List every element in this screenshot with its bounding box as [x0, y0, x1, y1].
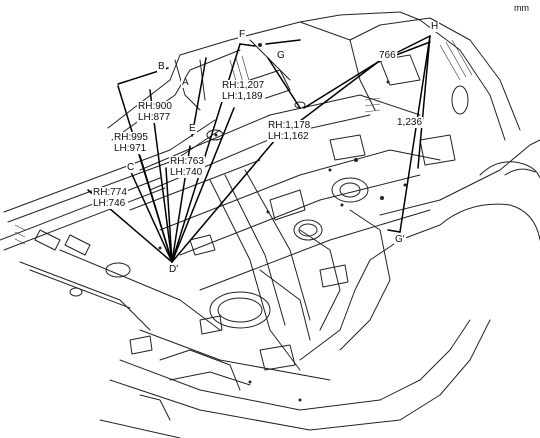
point-f-label: F: [238, 29, 247, 40]
dim-lh-740: LH:740: [170, 167, 203, 178]
point-d-prime-label: D': [168, 264, 180, 275]
dim-lh-877: LH:877: [138, 112, 171, 123]
point-h-label: H: [430, 21, 440, 32]
point-e-label: E: [188, 123, 197, 134]
dim-rh-1207: RH:1,207: [222, 80, 265, 91]
dim-rh-995: RH:995: [114, 132, 148, 143]
dim-h-g-prime-label: 1,236: [396, 117, 424, 128]
dim-g-h-label: 766: [378, 50, 397, 61]
unit-label: mm: [514, 3, 529, 13]
point-c-label: C: [126, 162, 136, 173]
dim-rh-763: RH:763: [170, 156, 204, 167]
dim-rh-774: RH:774: [93, 187, 127, 198]
dim-lh-746: LH:746: [93, 198, 126, 209]
dim-rh-1178: RH:1,178: [268, 120, 311, 131]
dim-lh-1189: LH:1,189: [222, 91, 263, 102]
dim-lh-1162: LH:1,162: [268, 131, 309, 142]
dim-rh-900: RH:900: [138, 101, 172, 112]
dim-f-d-label: RH:1,207 LH:1,189: [221, 80, 266, 102]
dim-b-d-label: RH:900 LH:877: [137, 101, 173, 123]
point-b-label: B: [157, 61, 166, 72]
dim-lh-971: LH:971: [114, 143, 147, 154]
dim-e-d-label: RH:763 LH:740: [169, 156, 205, 178]
point-g-prime-label: G': [394, 234, 406, 245]
dim-a-d-label: RH:995 LH:971: [113, 132, 149, 154]
point-a-label: A: [181, 77, 190, 88]
dim-c-d-label: RH:774 LH:746: [92, 187, 128, 209]
point-g-label: G: [276, 50, 286, 61]
dim-g-d-label: RH:1,178 LH:1,162: [267, 120, 312, 142]
